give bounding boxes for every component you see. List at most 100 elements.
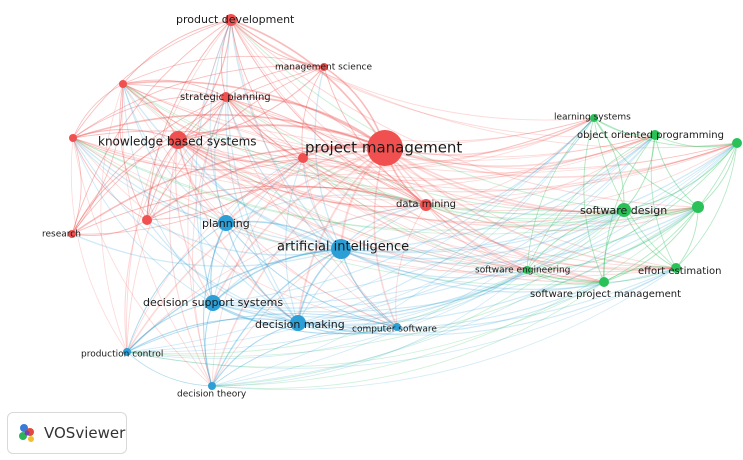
node-management-science[interactable]: [320, 63, 328, 71]
edge-product-development-red-unlabeled-3: [146, 19, 232, 221]
edge-artificial-intelligence-computer-software: [340, 248, 398, 328]
edge-red-unlabeled-4-green-unlabeled-1: [302, 157, 699, 223]
edge-strategic-planning-software-design: [225, 96, 625, 213]
edge-data-mining-software-design: [425, 204, 625, 226]
edge-project-management-decision-making: [297, 147, 386, 324]
node-software-design[interactable]: [617, 203, 631, 217]
edge-decision-support-systems-green-unlabeled-2: [212, 142, 738, 305]
node-object-oriented-programming[interactable]: [650, 130, 660, 140]
edge-production-control-green-unlabeled-2: [126, 142, 738, 353]
edge-strategic-planning-production-control: [126, 96, 227, 353]
edge-strategic-planning-red-unlabeled-1: [122, 79, 227, 98]
node-production-control[interactable]: [123, 348, 131, 356]
edge-decision-making-computer-software: [297, 322, 398, 335]
node-knowledge-based-systems[interactable]: [169, 131, 187, 149]
edge-red-unlabeled-4-effort-estimation: [302, 157, 677, 270]
edge-product-development-object-oriented-programming: [230, 19, 656, 138]
edge-management-science-red-unlabeled-3: [146, 66, 325, 221]
label-artificial-intelligence: artificial intelligence: [277, 240, 409, 255]
node-red-unlabeled-1[interactable]: [119, 80, 127, 88]
edge-project-management-effort-estimation: [384, 147, 677, 269]
vosviewer-logo: VOSviewer: [7, 412, 127, 454]
edge-red-unlabeled-2-green-unlabeled-1: [72, 137, 699, 235]
node-red-unlabeled-3[interactable]: [142, 215, 152, 225]
node-red-unlabeled-2[interactable]: [69, 134, 77, 142]
edge-artificial-intelligence-green-unlabeled-2: [340, 142, 738, 252]
vosviewer-logo-text: VOSviewer: [44, 424, 126, 442]
edge-green-unlabeled-1-green-unlabeled-2: [697, 142, 738, 208]
edge-red-unlabeled-4-production-control: [126, 157, 304, 353]
node-product-development[interactable]: [225, 14, 237, 26]
edge-project-management-product-development: [230, 19, 386, 149]
node-learning-systems[interactable]: [590, 114, 598, 122]
edge-knowledge-based-systems-decision-support-systems: [174, 139, 214, 304]
edge-object-oriented-programming-software-project-management: [603, 134, 656, 283]
edge-red-unlabeled-1-software-design: [122, 83, 625, 215]
edge-product-development-green-unlabeled-1: [230, 19, 699, 208]
edge-software-project-management-green-unlabeled-2: [603, 142, 738, 283]
edge-decision-making-production-control: [126, 318, 299, 353]
edge-software-design-green-unlabeled-2: [623, 142, 738, 211]
edge-data-mining-software-engineering: [425, 204, 528, 271]
edge-production-control-object-oriented-programming: [126, 134, 656, 353]
node-software-project-management[interactable]: [599, 277, 609, 287]
edge-knowledge-based-systems-planning: [177, 139, 227, 224]
network-nodes[interactable]: [68, 14, 742, 390]
edge-research-red-unlabeled-2: [71, 137, 82, 235]
label-research: research: [42, 230, 81, 240]
edge-project-management-planning: [225, 147, 386, 224]
label-object-oriented-programming: object oriented programming: [577, 130, 724, 141]
node-decision-theory[interactable]: [208, 382, 216, 390]
edge-artificial-intelligence-software-engineering: [340, 248, 528, 279]
node-artificial-intelligence[interactable]: [331, 239, 351, 259]
node-green-unlabeled-1[interactable]: [692, 201, 704, 213]
edge-red-unlabeled-2-software-project-management: [72, 137, 605, 286]
node-software-engineering[interactable]: [523, 266, 531, 274]
edge-product-development-research: [71, 19, 232, 235]
edge-software-design-software-engineering: [526, 209, 625, 271]
edge-project-management-knowledge-based-systems: [177, 124, 386, 149]
edge-decision-making-software-engineering: [297, 269, 528, 327]
edge-product-development-software-project-management: [230, 19, 605, 283]
edge-decision-support-systems-software-design: [212, 209, 625, 309]
edge-data-mining-planning: [225, 194, 427, 224]
edge-red-unlabeled-1-computer-software: [122, 83, 398, 328]
node-decision-support-systems[interactable]: [205, 295, 221, 311]
edge-software-design-software-project-management: [603, 209, 625, 283]
node-planning[interactable]: [218, 215, 234, 231]
edge-red-unlabeled-2-decision-theory: [72, 137, 213, 387]
edge-decision-making-learning-systems: [297, 117, 595, 324]
node-green-unlabeled-2[interactable]: [732, 138, 742, 148]
node-research[interactable]: [68, 230, 76, 238]
edge-strategic-planning-decision-making: [225, 96, 299, 324]
edge-red-unlabeled-4-software-engineering: [302, 157, 528, 271]
edge-strategic-planning-artificial-intelligence: [225, 96, 342, 250]
edge-learning-systems-software-engineering: [526, 117, 595, 271]
edge-project-management-strategic-planning: [225, 95, 386, 149]
edge-knowledge-based-systems-green-unlabeled-2: [177, 139, 738, 193]
label-strategic-planning: strategic planning: [180, 92, 271, 103]
node-red-unlabeled-4[interactable]: [298, 153, 308, 163]
edge-knowledge-based-systems-effort-estimation: [177, 139, 677, 273]
edge-effort-estimation-green-unlabeled-2: [675, 142, 738, 269]
node-project-management[interactable]: [367, 130, 403, 166]
node-effort-estimation[interactable]: [671, 263, 681, 273]
label-software-project-management: software project management: [530, 289, 681, 300]
edge-knowledge-based-systems-research: [71, 139, 179, 235]
edge-knowledge-based-systems-production-control: [124, 139, 179, 353]
edge-production-control-software-project-management: [126, 281, 605, 368]
edge-project-management-learning-systems: [384, 117, 595, 156]
edge-red-unlabeled-1-green-unlabeled-1: [122, 83, 699, 216]
node-decision-making[interactable]: [290, 315, 306, 331]
edge-product-development-decision-support-systems: [195, 19, 232, 304]
edge-decision-support-systems-green-unlabeled-1: [212, 206, 699, 313]
node-computer-software[interactable]: [393, 323, 401, 331]
edge-decision-support-systems-software-engineering: [212, 269, 528, 318]
edge-product-development-green-unlabeled-2: [230, 19, 738, 149]
edge-decision-support-systems-production-control: [126, 302, 214, 353]
node-strategic-planning[interactable]: [221, 92, 231, 102]
label-computer-software: computer software: [352, 325, 437, 335]
node-data-mining[interactable]: [420, 199, 432, 211]
